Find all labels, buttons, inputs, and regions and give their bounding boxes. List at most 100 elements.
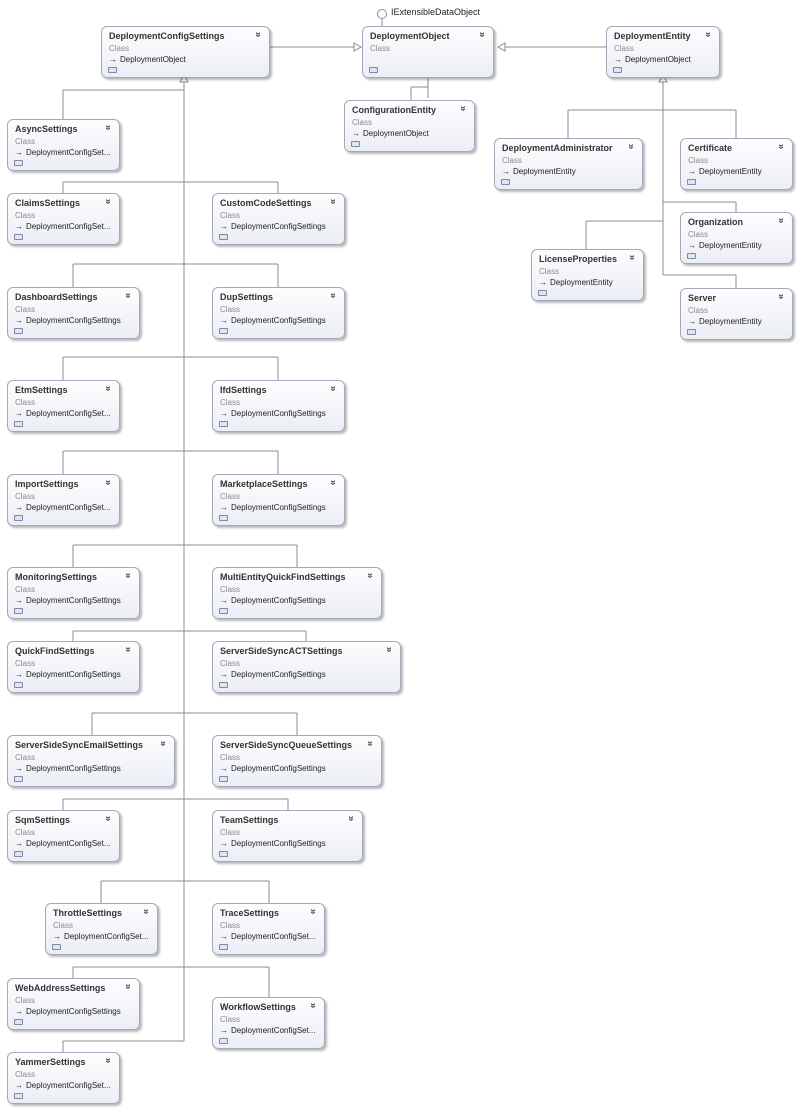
expand-members-icon[interactable] [351, 141, 360, 147]
expand-members-icon[interactable] [219, 328, 228, 334]
collapse-chevron-icon[interactable]: » [383, 646, 395, 653]
collapse-chevron-icon[interactable]: » [775, 293, 787, 300]
class-box-dashboard-settings[interactable]: DashboardSettings»Class→DeploymentConfig… [7, 287, 140, 339]
collapse-chevron-icon[interactable]: » [140, 908, 152, 915]
collapse-chevron-icon[interactable]: » [122, 292, 134, 299]
expand-members-icon[interactable] [14, 1093, 23, 1099]
collapse-chevron-icon[interactable]: » [252, 31, 264, 38]
class-box-import-settings[interactable]: ImportSettings»Class→DeploymentConfigSet… [7, 474, 120, 526]
collapse-chevron-icon[interactable]: » [157, 740, 169, 747]
class-box-server-side-sync-queue-settings[interactable]: ServerSideSyncQueueSettings»Class→Deploy… [212, 735, 382, 787]
expand-members-icon[interactable] [14, 421, 23, 427]
expand-members-icon[interactable] [14, 776, 23, 782]
class-box-quick-find-settings[interactable]: QuickFindSettings»Class→DeploymentConfig… [7, 641, 140, 693]
class-box-trace-settings[interactable]: TraceSettings»Class→DeploymentConfigSet.… [212, 903, 325, 955]
expand-members-icon[interactable] [14, 234, 23, 240]
base-class-name: DeploymentObject [363, 129, 429, 138]
expand-members-icon[interactable] [538, 290, 547, 296]
collapse-chevron-icon[interactable]: » [102, 385, 114, 392]
expand-members-icon[interactable] [14, 851, 23, 857]
expand-members-icon[interactable] [687, 329, 696, 335]
class-box-throttle-settings[interactable]: ThrottleSettings»Class→DeploymentConfigS… [45, 903, 158, 955]
expand-members-icon[interactable] [219, 682, 228, 688]
class-box-monitoring-settings[interactable]: MonitoringSettings»Class→DeploymentConfi… [7, 567, 140, 619]
base-class-row: →DeploymentObject [614, 54, 712, 65]
expand-members-icon[interactable] [369, 67, 378, 73]
collapse-chevron-icon[interactable]: » [702, 31, 714, 38]
class-box-custom-code-settings[interactable]: CustomCodeSettings»Class→DeploymentConfi… [212, 193, 345, 245]
collapse-chevron-icon[interactable]: » [327, 385, 339, 392]
collapse-chevron-icon[interactable]: » [102, 1057, 114, 1064]
collapse-chevron-icon[interactable]: » [122, 572, 134, 579]
expand-members-icon[interactable] [14, 160, 23, 166]
class-box-etm-settings[interactable]: EtmSettings»Class→DeploymentConfigSet... [7, 380, 120, 432]
class-box-ifd-settings[interactable]: IfdSettings»Class→DeploymentConfigSettin… [212, 380, 345, 432]
class-box-web-address-settings[interactable]: WebAddressSettings»Class→DeploymentConfi… [7, 978, 140, 1030]
inherits-arrow-icon: → [220, 222, 228, 231]
collapse-chevron-icon[interactable]: » [122, 646, 134, 653]
collapse-chevron-icon[interactable]: » [625, 143, 637, 150]
collapse-chevron-icon[interactable]: » [102, 198, 114, 205]
expand-members-icon[interactable] [52, 944, 61, 950]
class-box-organization[interactable]: Organization»Class→DeploymentEntity [680, 212, 793, 264]
expand-members-icon[interactable] [14, 515, 23, 521]
expand-members-icon[interactable] [613, 67, 622, 73]
expand-members-icon[interactable] [14, 1019, 23, 1025]
collapse-chevron-icon[interactable]: » [775, 143, 787, 150]
collapse-chevron-icon[interactable]: » [327, 292, 339, 299]
class-box-deployment-administrator[interactable]: DeploymentAdministrator»Class→Deployment… [494, 138, 643, 190]
collapse-chevron-icon[interactable]: » [327, 198, 339, 205]
expand-members-icon[interactable] [219, 608, 228, 614]
collapse-chevron-icon[interactable]: » [102, 479, 114, 486]
collapse-chevron-icon[interactable]: » [307, 1002, 319, 1009]
class-box-license-properties[interactable]: LicenseProperties»Class→DeploymentEntity [531, 249, 644, 301]
class-box-certificate[interactable]: Certificate»Class→DeploymentEntity [680, 138, 793, 190]
class-kind: Class [15, 585, 36, 594]
collapse-chevron-icon[interactable]: » [476, 31, 488, 38]
class-box-dup-settings[interactable]: DupSettings»Class→DeploymentConfigSettin… [212, 287, 345, 339]
class-box-server[interactable]: Server»Class→DeploymentEntity [680, 288, 793, 340]
class-box-yammer-settings[interactable]: YammerSettings»Class→DeploymentConfigSet… [7, 1052, 120, 1104]
collapse-chevron-icon[interactable]: » [327, 479, 339, 486]
collapse-chevron-icon[interactable]: » [345, 815, 357, 822]
collapse-chevron-icon[interactable]: » [102, 815, 114, 822]
class-name: DeploymentObject [370, 31, 450, 41]
expand-members-icon[interactable] [14, 328, 23, 334]
expand-members-icon[interactable] [687, 253, 696, 259]
base-class-row: →DeploymentEntity [688, 316, 785, 327]
collapse-chevron-icon[interactable]: » [626, 254, 638, 261]
expand-members-icon[interactable] [219, 1038, 228, 1044]
expand-members-icon[interactable] [108, 67, 117, 73]
collapse-chevron-icon[interactable]: » [102, 124, 114, 131]
inherits-arrow-icon: → [614, 55, 622, 64]
expand-members-icon[interactable] [687, 179, 696, 185]
collapse-chevron-icon[interactable]: » [775, 217, 787, 224]
class-box-configuration-entity[interactable]: ConfigurationEntity»Class→DeploymentObje… [344, 100, 475, 152]
collapse-chevron-icon[interactable]: » [122, 983, 134, 990]
class-box-claims-settings[interactable]: ClaimsSettings»Class→DeploymentConfigSet… [7, 193, 120, 245]
class-box-deployment-entity[interactable]: DeploymentEntity»Class→DeploymentObject [606, 26, 720, 78]
expand-members-icon[interactable] [14, 608, 23, 614]
expand-members-icon[interactable] [219, 944, 228, 950]
expand-members-icon[interactable] [219, 234, 228, 240]
expand-members-icon[interactable] [219, 851, 228, 857]
class-box-team-settings[interactable]: TeamSettings»Class→DeploymentConfigSetti… [212, 810, 363, 862]
collapse-chevron-icon[interactable]: » [307, 908, 319, 915]
class-box-deployment-object[interactable]: DeploymentObject»Class [362, 26, 494, 78]
collapse-chevron-icon[interactable]: » [364, 572, 376, 579]
collapse-chevron-icon[interactable]: » [364, 740, 376, 747]
class-box-sqm-settings[interactable]: SqmSettings»Class→DeploymentConfigSet... [7, 810, 120, 862]
expand-members-icon[interactable] [14, 682, 23, 688]
class-box-workflow-settings[interactable]: WorkflowSettings»Class→DeploymentConfigS… [212, 997, 325, 1049]
expand-members-icon[interactable] [219, 776, 228, 782]
class-box-deployment-config-settings[interactable]: DeploymentConfigSettings»Class→Deploymen… [101, 26, 270, 78]
class-box-server-side-sync-act-settings[interactable]: ServerSideSyncACTSettings»Class→Deployme… [212, 641, 401, 693]
expand-members-icon[interactable] [501, 179, 510, 185]
class-box-async-settings[interactable]: AsyncSettings»Class→DeploymentConfigSet.… [7, 119, 120, 171]
class-box-multi-entity-quick-find-settings[interactable]: MultiEntityQuickFindSettings»Class→Deplo… [212, 567, 382, 619]
class-box-marketplace-settings[interactable]: MarketplaceSettings»Class→DeploymentConf… [212, 474, 345, 526]
class-box-server-side-sync-email-settings[interactable]: ServerSideSyncEmailSettings»Class→Deploy… [7, 735, 175, 787]
expand-members-icon[interactable] [219, 515, 228, 521]
expand-members-icon[interactable] [219, 421, 228, 427]
collapse-chevron-icon[interactable]: » [457, 105, 469, 112]
